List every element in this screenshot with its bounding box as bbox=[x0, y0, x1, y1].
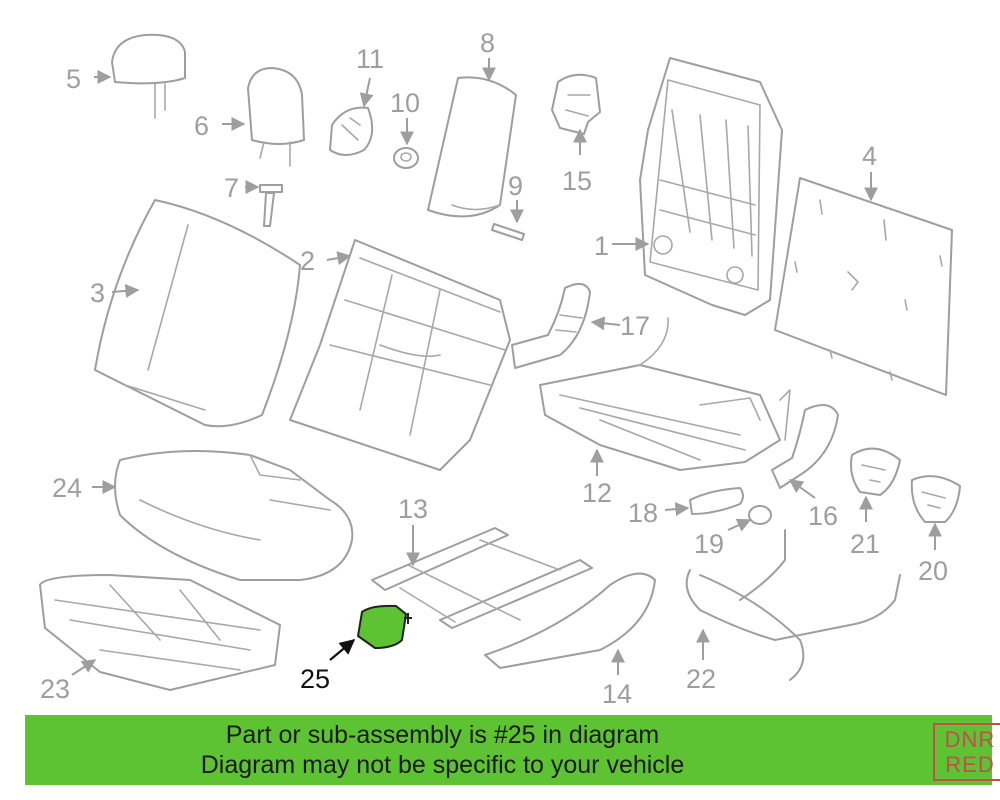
part-25-highlighted-cover bbox=[357, 604, 412, 649]
part-5-headrest bbox=[111, 33, 186, 119]
callout-3: 3 bbox=[90, 278, 105, 308]
callout-19: 19 bbox=[694, 529, 724, 559]
callout-11: 11 bbox=[356, 44, 384, 74]
part-13-seat-track bbox=[371, 527, 593, 629]
parts-diagram: 5 6 7 11 10 8 9 15 bbox=[39, 28, 961, 709]
part-15-bracket bbox=[551, 73, 601, 135]
callout-24: 24 bbox=[52, 473, 82, 503]
callout-6: 6 bbox=[194, 111, 209, 141]
part-24-cushion-pad bbox=[114, 450, 354, 581]
callout-20: 20 bbox=[918, 556, 948, 586]
callout-1: 1 bbox=[594, 231, 609, 261]
callout-25: 25 bbox=[300, 664, 330, 694]
part-11-bracket bbox=[329, 106, 374, 156]
part-6-headrest bbox=[247, 67, 305, 167]
brand-logo: DNR RED bbox=[933, 723, 1000, 781]
banner-line-1: Part or sub-assembly is #25 in diagram bbox=[225, 721, 660, 749]
callout-7: 7 bbox=[224, 173, 239, 203]
part-18-handle bbox=[689, 487, 744, 515]
part-1-seatback-frame bbox=[639, 57, 783, 316]
part-17-side-cover bbox=[511, 282, 591, 369]
callout-8: 8 bbox=[480, 28, 495, 58]
part-3-seatback-cover bbox=[94, 199, 301, 428]
callout-15: 15 bbox=[562, 166, 592, 196]
callout-14: 14 bbox=[602, 679, 632, 709]
callout-4: 4 bbox=[862, 141, 877, 171]
logo-line-2: RED bbox=[945, 752, 995, 777]
callout-22: 22 bbox=[686, 664, 716, 694]
part-23-base-tray bbox=[39, 574, 281, 691]
callout-21: 21 bbox=[850, 529, 880, 559]
callout-9: 9 bbox=[508, 171, 523, 201]
part-9-pin bbox=[491, 223, 525, 241]
part-7-bolt bbox=[259, 184, 283, 227]
callout-2: 2 bbox=[300, 246, 315, 276]
callout-12: 12 bbox=[582, 478, 612, 508]
part-16-side-shield bbox=[771, 404, 839, 489]
part-22-cable bbox=[685, 529, 901, 681]
part-10-grommet bbox=[393, 147, 419, 169]
part-8-back-pad bbox=[427, 76, 517, 218]
callout-17: 17 bbox=[620, 311, 650, 341]
part-2-seatback-assembly bbox=[289, 239, 511, 471]
banner-line-2: Diagram may not be specific to your vehi… bbox=[200, 751, 685, 779]
part-21-cover bbox=[850, 447, 901, 496]
callout-16: 16 bbox=[808, 501, 838, 531]
part-12-cushion-frame bbox=[539, 317, 791, 471]
callout-18: 18 bbox=[628, 498, 658, 528]
callout-5: 5 bbox=[66, 64, 81, 94]
info-banner: Part or sub-assembly is #25 in diagram D… bbox=[25, 715, 1000, 785]
callout-10: 10 bbox=[390, 88, 420, 118]
part-19-cap bbox=[748, 505, 772, 525]
logo-line-1: DNR bbox=[944, 727, 996, 752]
part-14-side-trim bbox=[484, 572, 656, 669]
part-4-back-board bbox=[774, 177, 953, 396]
part-20-cover bbox=[910, 475, 961, 523]
callout-13: 13 bbox=[398, 494, 428, 524]
callout-23: 23 bbox=[40, 674, 70, 704]
